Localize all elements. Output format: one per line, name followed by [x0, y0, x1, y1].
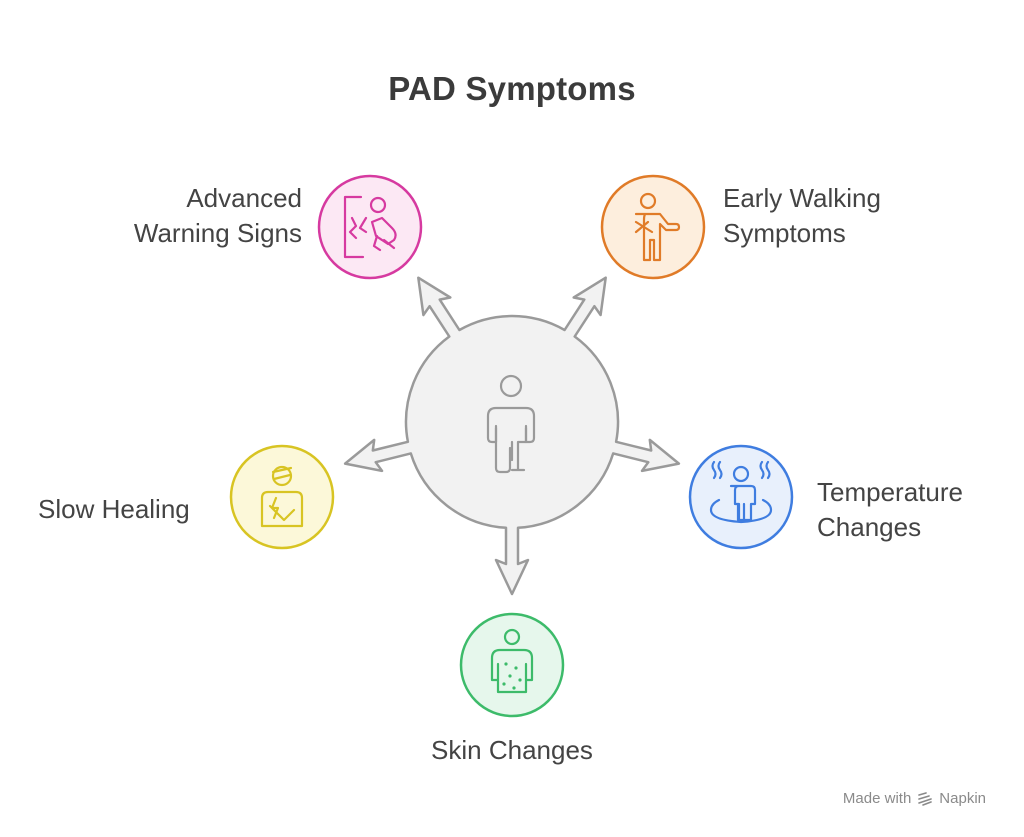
footer-brand: Napkin: [939, 790, 986, 807]
node-walking-circle: [600, 174, 706, 280]
label-walking-line-2: Symptoms: [723, 218, 846, 248]
label-temperature-line-1: Temperature: [817, 477, 963, 507]
node-advanced-circle: [317, 174, 423, 280]
napkin-logo-icon: [918, 791, 933, 806]
label-healing-line-1: Slow Healing: [38, 494, 190, 524]
label-advanced-line-2: Warning Signs: [133, 218, 302, 248]
made-with-napkin: Made with Napkin: [843, 790, 986, 807]
person-heat-waves-icon: [709, 460, 773, 524]
label-temperature-changes: Temperature Changes: [817, 475, 1017, 545]
label-walking-line-1: Early Walking: [723, 183, 881, 213]
label-slow-healing: Slow Healing: [38, 492, 238, 527]
label-skin-changes: Skin Changes: [412, 733, 612, 768]
label-temperature-line-2: Changes: [817, 512, 922, 542]
label-skin-line-1: Skin Changes: [431, 735, 593, 765]
center-hub: [343, 276, 681, 596]
node-healing-circle: [229, 444, 335, 550]
person-leg-icon: [486, 374, 536, 474]
node-temperature-circle: [688, 444, 794, 550]
label-early-walking-symptoms: Early Walking Symptoms: [723, 181, 983, 251]
person-bandaged-icon: [260, 465, 304, 528]
node-skin-circle: [459, 612, 565, 718]
label-advanced-line-1: Advanced: [186, 183, 302, 213]
person-skin-spots-icon: [490, 628, 534, 694]
label-advanced-warning-signs: Advanced Warning Signs: [96, 181, 302, 251]
diagram-title: PAD Symptoms: [388, 70, 636, 107]
person-falling-icon: [343, 195, 397, 259]
footer-prefix: Made with: [842, 790, 912, 807]
person-arm-sling-icon: [634, 192, 681, 262]
